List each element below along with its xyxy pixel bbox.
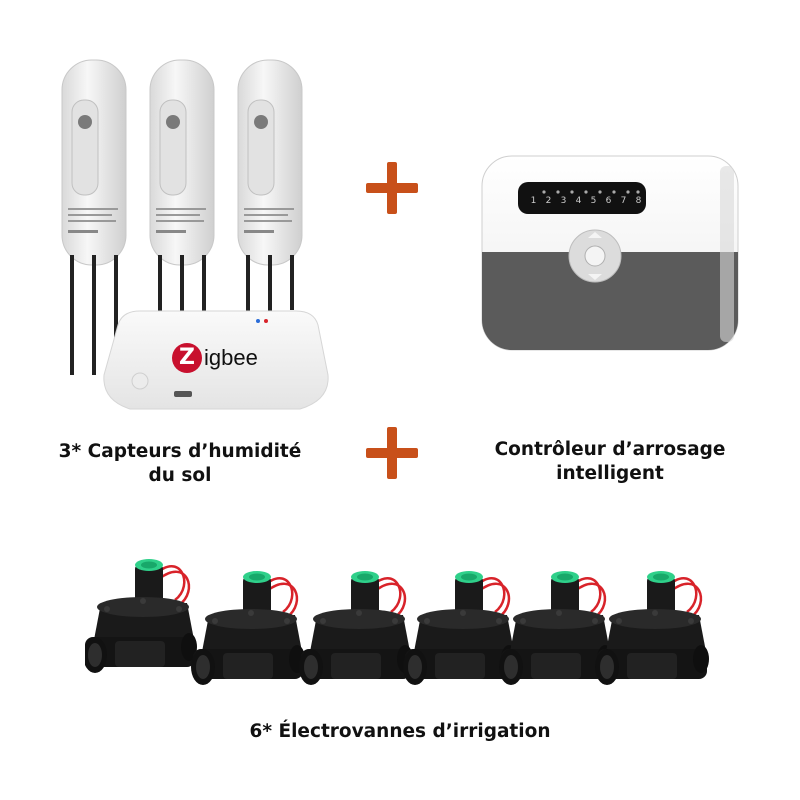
sensors-caption: 3* Capteurs d’humidité du sol <box>30 440 330 488</box>
valves-caption: 6* Électrovannes d’irrigation <box>249 721 551 742</box>
controller-body-shape <box>481 155 739 351</box>
plus-icon-middle <box>366 427 418 479</box>
solenoid-valves-illustration <box>85 557 711 687</box>
soil-sensor-1 <box>61 59 127 375</box>
soil-sensor-2 <box>149 59 215 325</box>
sensors-caption-line1: 3* Capteurs d’humidité <box>58 441 302 462</box>
solenoid-valve-1 <box>85 557 199 675</box>
irrigation-controller: 1 2 3 4 5 6 7 8 <box>480 152 740 354</box>
plus-icon-top <box>366 162 418 214</box>
solenoid-valve-6 <box>593 569 711 687</box>
controller-caption-line2: intelligent <box>556 463 664 484</box>
zone-label: 7 <box>620 196 627 206</box>
soil-sensor-3 <box>237 59 303 315</box>
zigbee-logo-icon: Z <box>172 343 202 373</box>
zone-label: 8 <box>635 196 642 206</box>
gateway-body-shape <box>103 310 329 410</box>
zone-label: 4 <box>575 196 582 206</box>
zigbee-brand-text: igbee <box>204 345 258 370</box>
sensors-caption-line2: du sol <box>148 465 212 486</box>
solenoid-valve-3 <box>297 569 415 687</box>
soil-sensors-illustration <box>61 59 303 375</box>
zone-label: 3 <box>560 196 567 206</box>
controller-caption-line1: Contrôleur d’arrosage <box>494 439 726 460</box>
zigbee-gateway: Z igbee <box>100 305 332 417</box>
solenoid-valve-2 <box>189 569 307 687</box>
zone-label: 5 <box>590 196 597 206</box>
zone-label: 2 <box>545 196 552 206</box>
zone-label: 1 <box>530 196 537 206</box>
zone-label: 6 <box>605 196 612 206</box>
controller-caption: Contrôleur d’arrosage intelligent <box>460 438 760 486</box>
zone-labels: 1 2 3 4 5 6 7 8 <box>526 196 646 206</box>
